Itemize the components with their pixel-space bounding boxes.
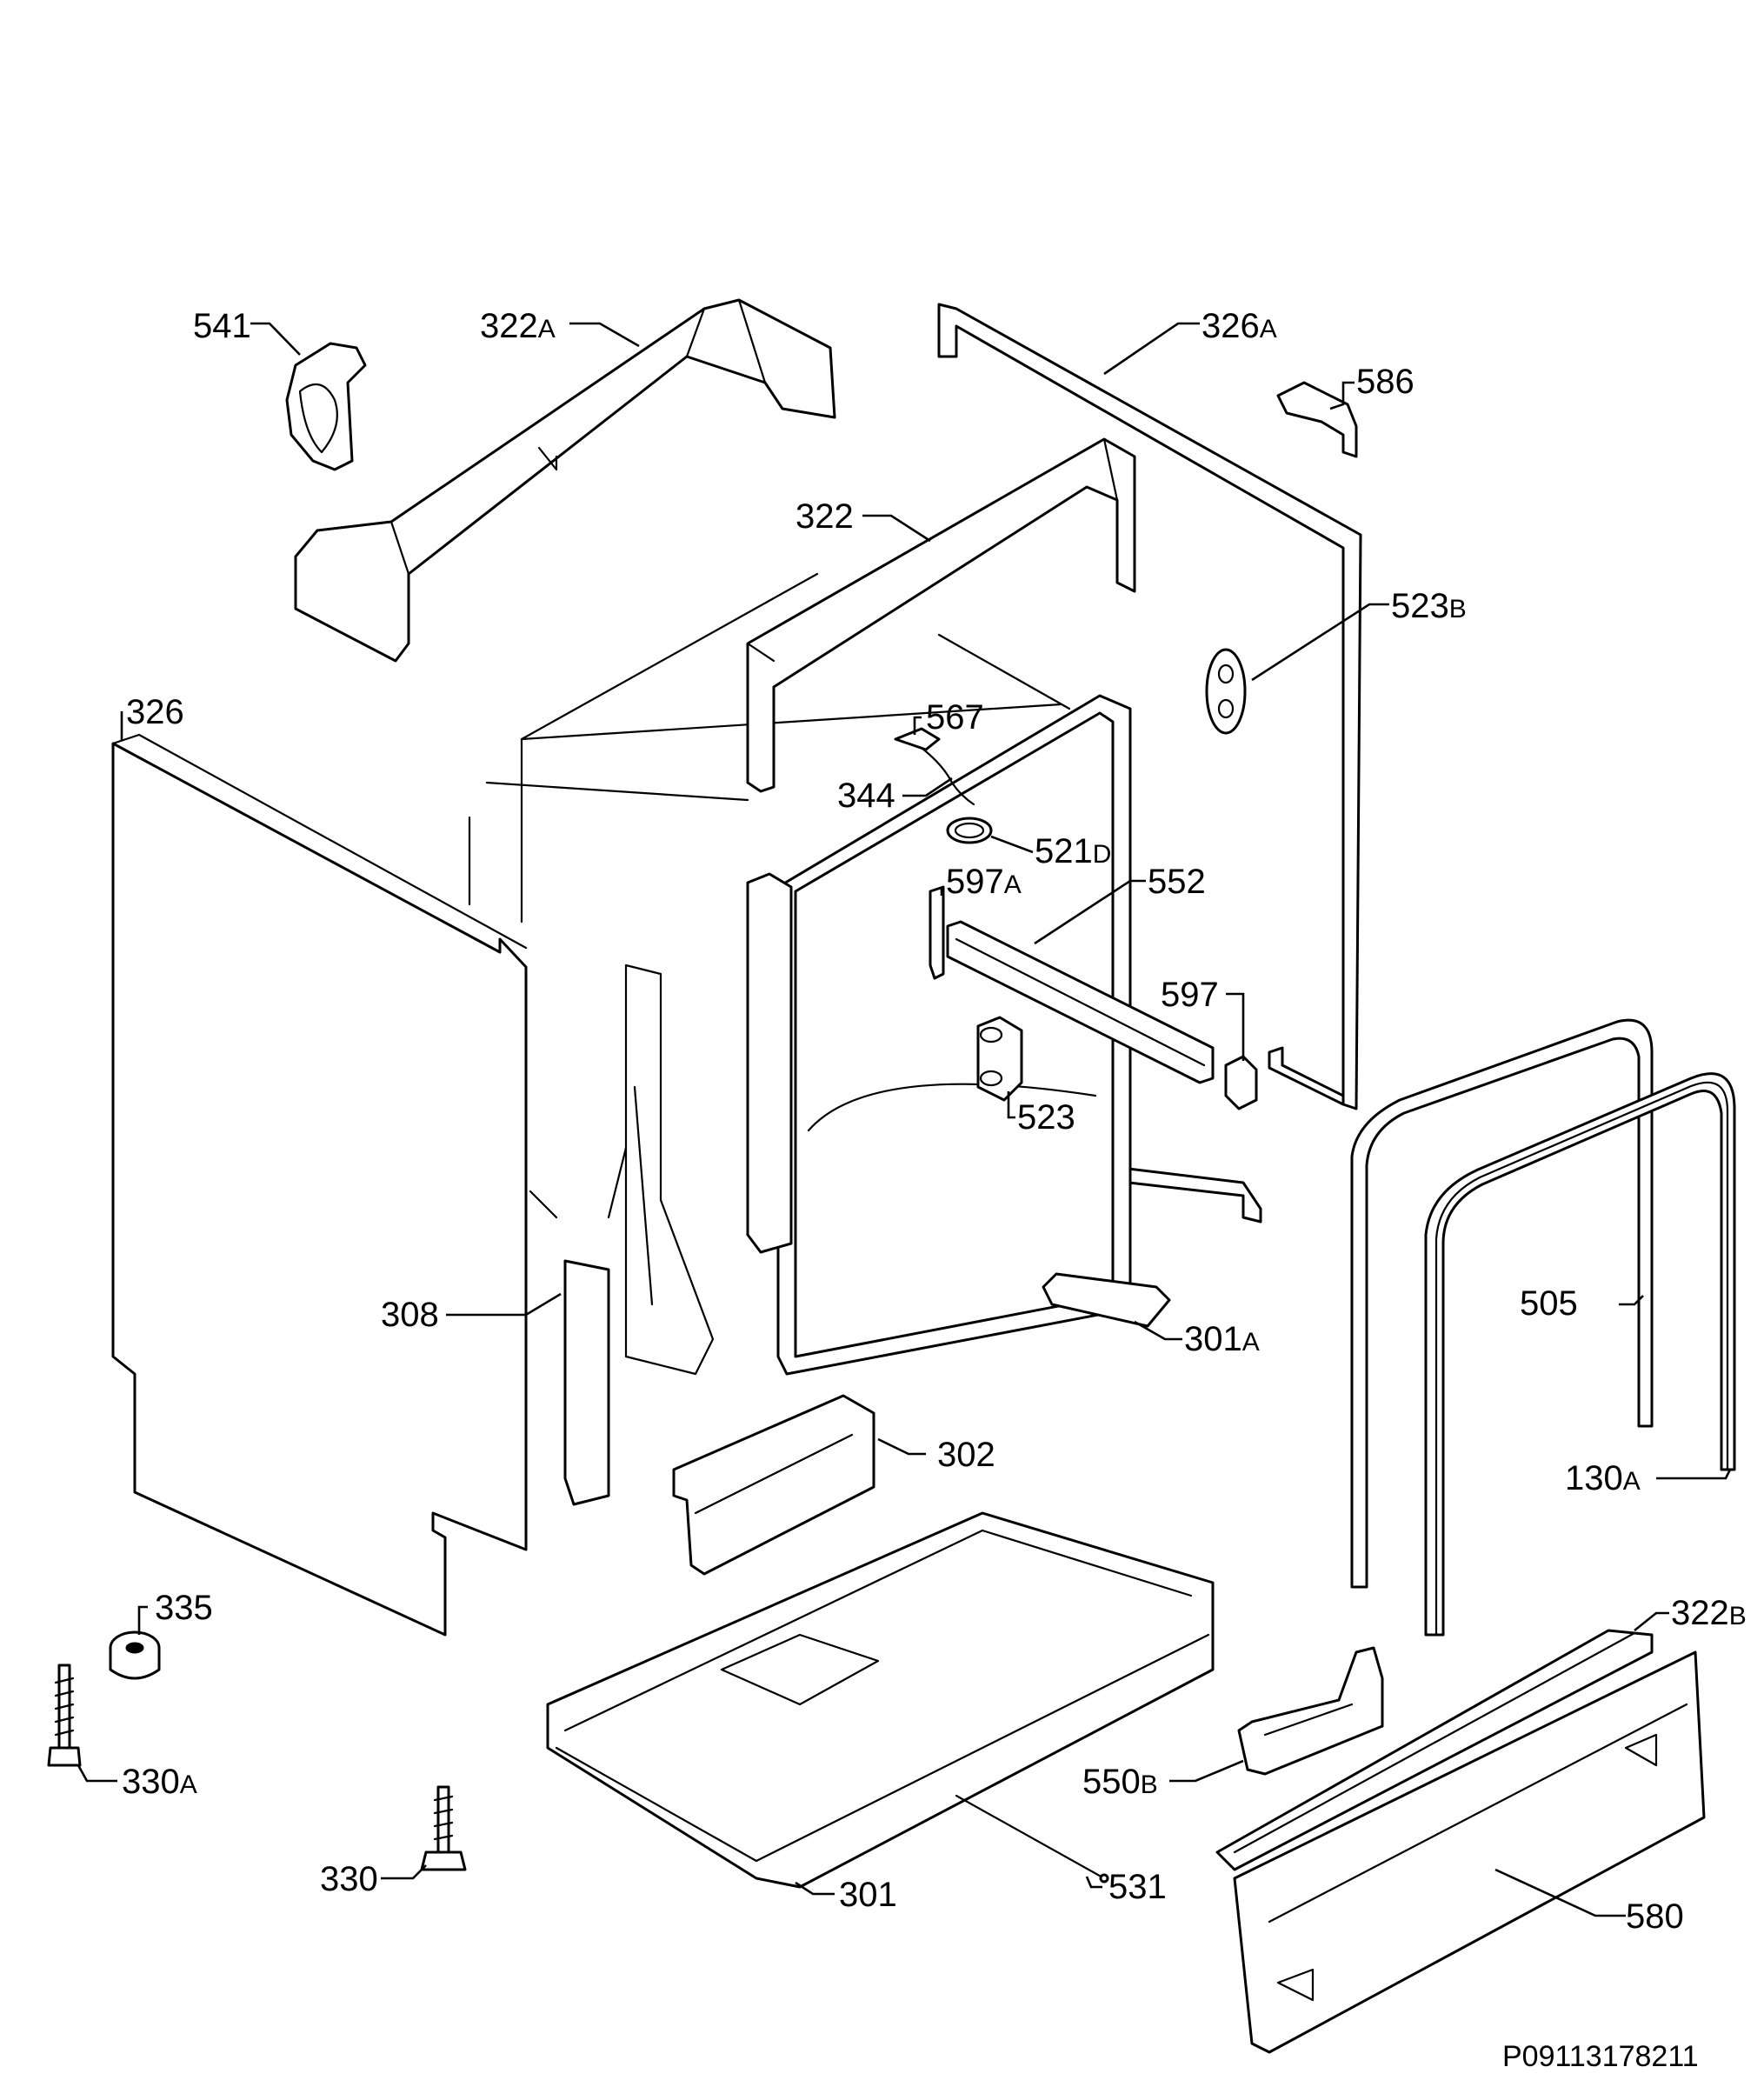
bracket-586 — [1276, 381, 1358, 458]
rail-552 — [946, 920, 1215, 1084]
panel-302 — [672, 1394, 875, 1576]
label-523b: 523B — [1391, 587, 1467, 625]
screw-330a — [47, 1664, 82, 1767]
clip-541 — [285, 342, 367, 471]
kickplate-580 — [1233, 1650, 1706, 2054]
label-330a: 330A — [122, 1763, 197, 1801]
label-550b: 550B — [1082, 1763, 1158, 1801]
bracket-550b — [1237, 1646, 1384, 1776]
label-302: 302 — [937, 1436, 995, 1474]
label-330: 330 — [320, 1860, 378, 1898]
grommet-523 — [976, 1016, 1023, 1102]
label-322: 322 — [795, 497, 854, 536]
label-326: 326 — [126, 693, 184, 731]
label-308: 308 — [381, 1296, 439, 1334]
seal-130a — [1424, 1072, 1736, 1637]
label-597: 597 — [1161, 976, 1219, 1014]
front-rail-322 — [746, 437, 1136, 793]
label-597a: 597A — [946, 863, 1022, 901]
label-521d: 521D — [1035, 832, 1111, 870]
bottom-rail-322b — [1215, 1629, 1654, 1871]
label-322b: 322B — [1671, 1594, 1747, 1632]
grommet-523b — [1205, 648, 1247, 735]
label-523: 523 — [1017, 1098, 1075, 1137]
leader-lines — [77, 322, 1732, 1917]
clip-597 — [1224, 1055, 1258, 1110]
base-tray-301 — [546, 1511, 1215, 1889]
label-541: 541 — [193, 307, 251, 345]
label-531: 531 — [1108, 1868, 1167, 1906]
screw-330 — [420, 1785, 467, 1871]
rod-531 — [955, 1794, 1109, 1884]
label-552: 552 — [1148, 863, 1206, 901]
label-130a: 130A — [1565, 1459, 1641, 1497]
label-301a: 301A — [1184, 1320, 1260, 1358]
side-panel-326 — [111, 733, 528, 1637]
label-326a: 326A — [1202, 307, 1277, 345]
top-rail-322a — [294, 298, 836, 663]
label-505: 505 — [1520, 1284, 1578, 1323]
bracket-301a — [1042, 1272, 1171, 1328]
label-344: 344 — [837, 777, 895, 815]
callout-labels: 541 322A 326A 586 322 523B 326 567 344 5… — [122, 307, 1747, 2073]
gasket-521d — [946, 817, 993, 844]
label-335: 335 — [155, 1589, 213, 1627]
door-frame — [776, 694, 1132, 1376]
hinge-308 — [563, 872, 793, 1506]
label-322a: 322A — [480, 307, 556, 345]
label-580: 580 — [1626, 1897, 1684, 1936]
clip-597a — [929, 885, 945, 980]
clip-567 — [894, 727, 975, 806]
seal-505 — [1350, 1018, 1654, 1589]
label-586: 586 — [1356, 363, 1415, 401]
label-301: 301 — [839, 1876, 897, 1914]
drawing-code: P09113178211 — [1502, 2040, 1699, 2073]
label-567: 567 — [926, 698, 984, 737]
gear-335 — [109, 1630, 161, 1680]
